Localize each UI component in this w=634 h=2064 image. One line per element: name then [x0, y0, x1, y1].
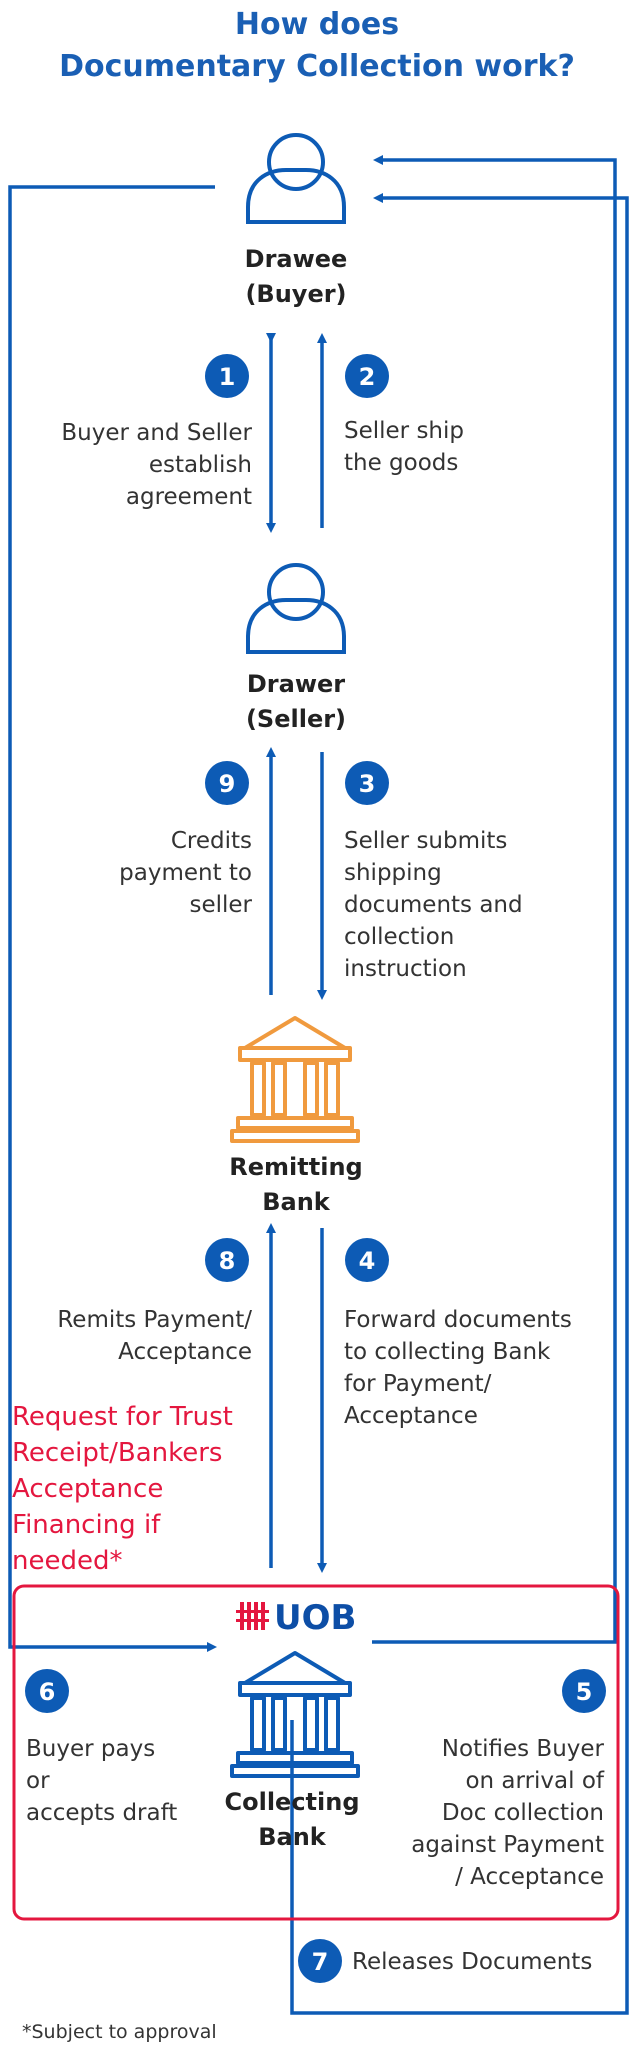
step-text-7: Releases Documents	[352, 1949, 592, 1975]
step-text-line: accepts draft	[26, 1800, 177, 1826]
step-text-line: against Payment	[411, 1832, 604, 1858]
node-label-bank: Bank	[262, 1188, 331, 1216]
step-text-2: Seller ship the goods	[344, 418, 464, 476]
svg-text:4: 4	[359, 1247, 376, 1275]
financing-note-line: needed*	[12, 1546, 122, 1576]
step-badge-5: 5	[562, 1669, 606, 1713]
step-text-line: documents and	[344, 892, 523, 918]
step-text-line: on arrival of	[465, 1768, 604, 1794]
financing-note-line: Acceptance	[12, 1474, 163, 1504]
step-text-4: Forward documents to collecting Bank for…	[344, 1307, 572, 1429]
uob-logo-mark-icon	[236, 1602, 269, 1630]
node-label-drawer: Drawer	[247, 670, 345, 698]
node-label-seller: (Seller)	[246, 705, 346, 733]
step-text-line: establish	[149, 452, 252, 478]
step-badge-7: 7	[298, 1939, 342, 1983]
step-text-line: to collecting Bank	[344, 1339, 551, 1365]
step-text-line: Credits	[171, 828, 252, 854]
financing-note: Request for Trust Receipt/Bankers Accept…	[12, 1402, 233, 1576]
person-icon	[246, 133, 346, 224]
step-text-3: Seller submits shipping documents and co…	[344, 828, 523, 982]
step-text-line: the goods	[344, 450, 458, 476]
uob-logo-text: UOB	[274, 1598, 356, 1638]
person-icon	[246, 563, 346, 654]
svg-text:2: 2	[359, 363, 376, 391]
step-text-6: Buyer pays or accepts draft	[26, 1736, 177, 1826]
step-badge-9: 9	[205, 761, 249, 805]
step-text-line: Seller submits	[344, 828, 507, 854]
step-text-line: / Acceptance	[455, 1864, 604, 1890]
svg-text:3: 3	[359, 770, 376, 798]
svg-text:1: 1	[219, 363, 236, 391]
step-text-line: payment to	[119, 860, 252, 886]
step-text-line: Buyer and Seller	[61, 420, 252, 446]
step-text-line: Doc collection	[442, 1800, 604, 1826]
step-badge-8: 8	[205, 1238, 249, 1282]
title-line-1: How does	[235, 7, 399, 42]
node-label-drawee: Drawee	[245, 245, 348, 273]
svg-text:5: 5	[576, 1678, 593, 1706]
step-text-line: instruction	[344, 956, 467, 982]
step-text-line: Buyer pays	[26, 1736, 155, 1762]
flow-line-buyer-to-collecting	[8, 185, 217, 1652]
node-label-collecting: Collecting	[224, 1788, 359, 1816]
step-badge-6: 6	[25, 1669, 69, 1713]
title-line-2: Documentary Collection work?	[59, 49, 575, 84]
svg-text:8: 8	[219, 1247, 236, 1275]
step-text-line: seller	[189, 892, 252, 918]
step-text-line: Notifies Buyer	[442, 1736, 605, 1762]
flow-line-notify-buyer	[372, 155, 617, 1644]
node-label-collecting-bank: Bank	[258, 1823, 327, 1851]
step-text-8: Remits Payment/ Acceptance	[57, 1307, 252, 1365]
svg-text:9: 9	[219, 770, 236, 798]
node-label-remitting: Remitting	[229, 1153, 362, 1181]
step-badge-1: 1	[205, 354, 249, 398]
step-text-line: collection	[344, 924, 454, 950]
step-text-line: Remits Payment/	[57, 1307, 252, 1333]
step-text-line: Acceptance	[344, 1403, 478, 1429]
bank-icon	[230, 1016, 360, 1143]
svg-text:7: 7	[312, 1948, 329, 1976]
uob-logo: UOB	[236, 1598, 356, 1638]
step-text-line: shipping	[344, 860, 442, 886]
step-badge-3: 3	[345, 761, 389, 805]
financing-note-line: Financing if	[12, 1510, 161, 1540]
step-text-line: Seller ship	[344, 418, 464, 444]
step-badge-2: 2	[345, 354, 389, 398]
node-label-buyer: (Buyer)	[245, 280, 346, 308]
step-text-line: Acceptance	[118, 1339, 252, 1365]
step-text-line: Forward documents	[344, 1307, 572, 1333]
step-text-1: Buyer and Seller establish agreement	[61, 420, 252, 510]
step-text-line: agreement	[126, 484, 252, 510]
step-badge-4: 4	[345, 1238, 389, 1282]
step-text-line: or	[26, 1768, 50, 1794]
step-text-9: Credits payment to seller	[119, 828, 252, 918]
bank-icon	[230, 1651, 360, 1778]
flow-line-release-documents	[290, 193, 629, 2015]
step-text-line: for Payment/	[344, 1371, 492, 1397]
footnote: *Subject to approval	[22, 2021, 217, 2043]
svg-text:6: 6	[39, 1678, 56, 1706]
collecting-bank-frame	[12, 1584, 620, 1921]
financing-note-line: Request for Trust	[12, 1402, 233, 1432]
financing-note-line: Receipt/Bankers	[12, 1438, 222, 1468]
step-text-5: Notifies Buyer on arrival of Doc collect…	[411, 1736, 605, 1890]
